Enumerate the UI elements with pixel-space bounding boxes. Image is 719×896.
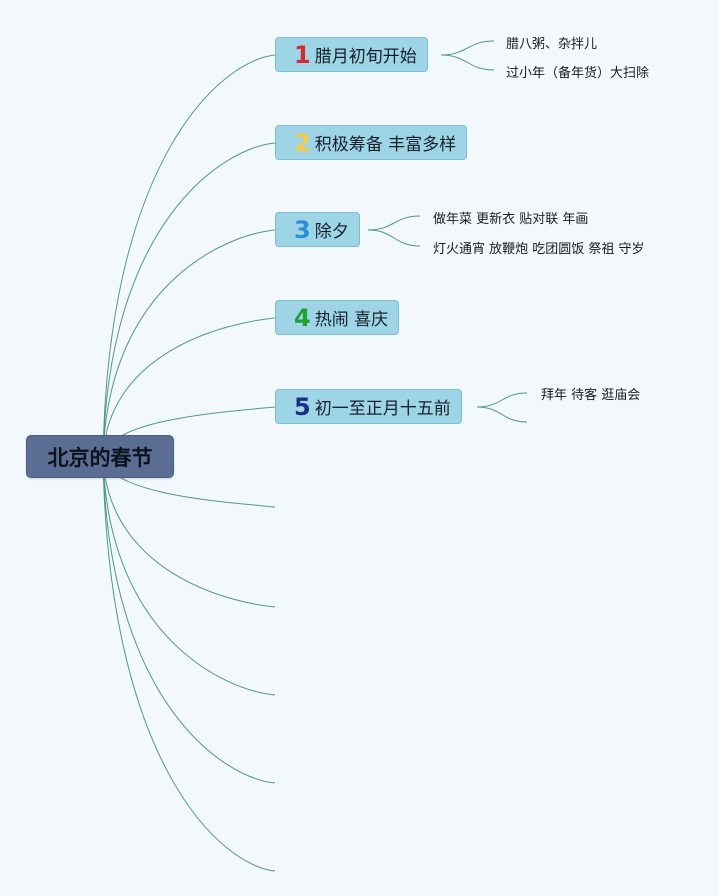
topic-2[interactable]: 2 积极筹备 丰富多样: [275, 125, 468, 160]
topic-5-label: 初一至正月十五前: [314, 399, 451, 419]
empty-branch-connector-3: [102, 456, 276, 696]
root-node[interactable]: 北京的春节: [26, 435, 174, 478]
topic-5[interactable]: 5 初一至正月十五前: [275, 389, 462, 424]
root-label: 北京的春节: [47, 445, 153, 470]
branch-connector-3: [102, 229, 276, 458]
topic-3-leaf-2[interactable]: 灯火通宵 放鞭炮 吃团圆饭 祭祖 守岁: [433, 242, 645, 257]
topic-1-leaf-connector-2: [440, 54, 495, 71]
topic-3-label: 除夕: [314, 222, 349, 242]
topic-3-leaf-connector-2: [367, 229, 421, 247]
topic-1-label: 腊月初旬开始: [314, 47, 417, 67]
topic-1[interactable]: 1 腊月初旬开始: [275, 37, 428, 72]
topic-3-number: 3: [294, 215, 311, 244]
branch-connector-2: [102, 142, 276, 458]
topic-1-leaf-1[interactable]: 腊八粥、杂拌儿: [506, 37, 598, 52]
topic-1-leaf-connector-1: [440, 40, 495, 56]
empty-branch-connector-4: [102, 456, 276, 784]
topic-5-leaf-connector-2: [476, 406, 528, 423]
branch-connector-1: [102, 54, 276, 458]
topic-1-number: 1: [294, 40, 311, 69]
topic-3[interactable]: 3 除夕: [275, 212, 360, 247]
topic-5-leaf-connector-1: [476, 392, 528, 408]
topic-3-leaf-connector-1: [367, 215, 421, 231]
topic-1-leaf-2[interactable]: 过小年（备年货）大扫除: [506, 66, 650, 81]
topic-4-number: 4: [294, 303, 311, 332]
topic-2-label: 积极筹备 丰富多样: [314, 135, 457, 155]
topic-4-label: 热闹 喜庆: [314, 310, 389, 330]
branch-connector-4: [102, 317, 276, 458]
topic-5-number: 5: [294, 392, 311, 421]
topic-4[interactable]: 4 热闹 喜庆: [275, 300, 400, 335]
empty-branch-connector-2: [102, 456, 276, 608]
topic-2-number: 2: [294, 128, 311, 157]
topic-3-leaf-1[interactable]: 做年菜 更新衣 贴对联 年画: [433, 212, 589, 227]
empty-branch-connector-5: [102, 456, 276, 872]
topic-5-leaf-1[interactable]: 拜年 待客 逛庙会: [541, 388, 641, 403]
